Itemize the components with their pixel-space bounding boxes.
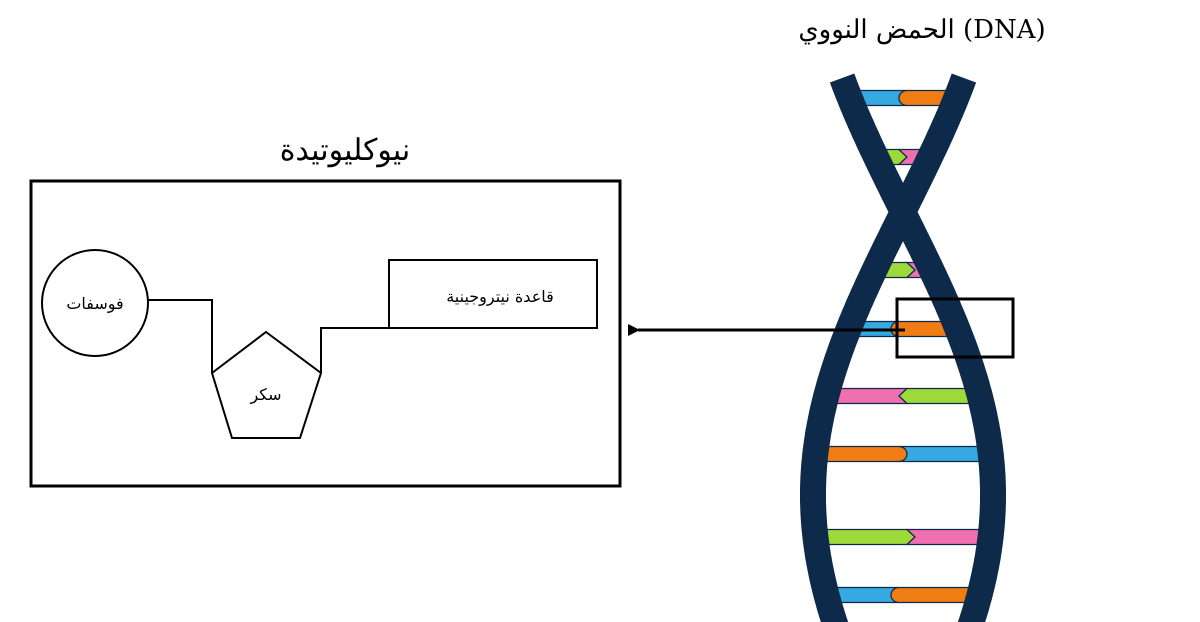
dna-double-helix: [813, 78, 993, 622]
nucleotide-title: نيوكليوتيدة: [280, 133, 411, 168]
base-pair: [815, 530, 990, 545]
base-pair: [827, 588, 980, 603]
base-pair: [826, 389, 980, 404]
base-left: [815, 530, 915, 545]
sugar-label: سكر: [249, 385, 281, 405]
base-pair: [815, 447, 990, 462]
phosphate-label: فوسفات: [66, 294, 123, 314]
nitrogenous-base-label: قاعدة نيتروجينية: [446, 287, 554, 307]
dna-title: الحمض النووي (DNA): [798, 15, 1045, 45]
